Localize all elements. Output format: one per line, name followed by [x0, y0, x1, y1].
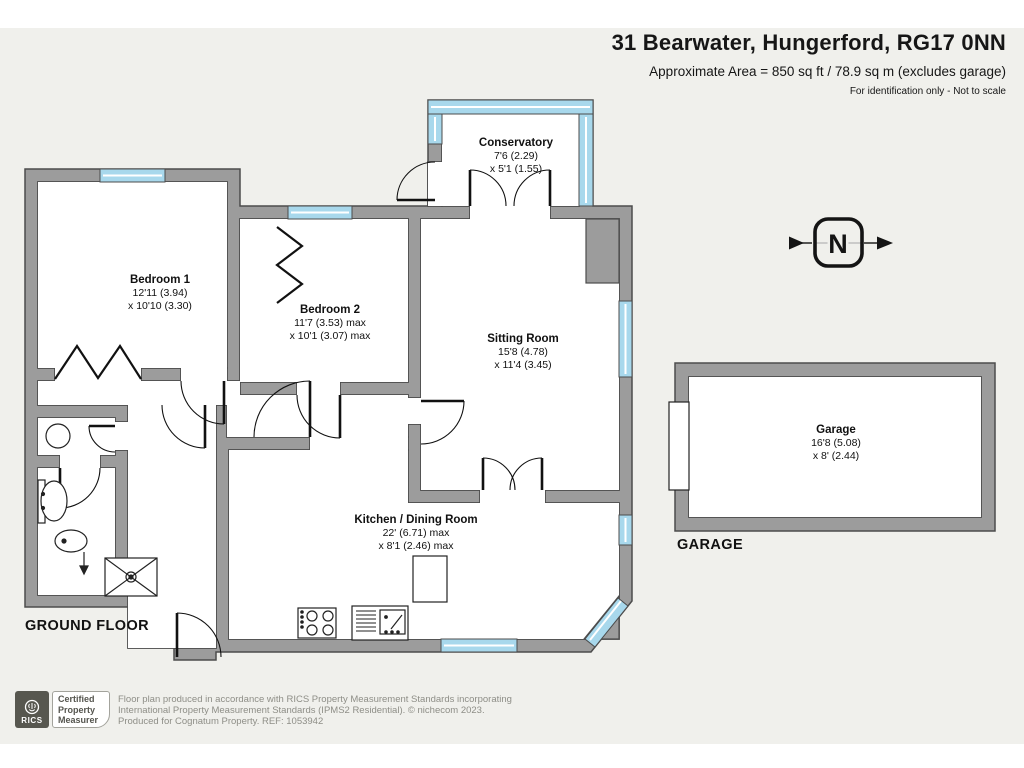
room-label-conservatory: Conservatory 7'6 (2.29) x 5'1 (1.55)	[478, 137, 554, 175]
fixtures	[37, 401, 690, 641]
sink-bowl	[379, 609, 406, 635]
toilet	[54, 529, 88, 553]
shower-drain	[125, 571, 137, 583]
certified-property-measurer-badge: Certified Property Measurer	[52, 691, 110, 728]
approximate-area: Approximate Area = 850 sq ft / 78.9 sq m…	[649, 64, 1006, 79]
bay-window	[584, 597, 629, 648]
rics-logo: RICS	[15, 691, 49, 728]
hob	[297, 607, 337, 639]
identification-note: For identification only - Not to scale	[849, 86, 1006, 97]
room-label-sitting-room: Sitting Room 15'8 (4.78) x 11'4 (3.45)	[487, 333, 559, 371]
room-label-kitchen: Kitchen / Dining Room 22' (6.71) max x 8…	[354, 514, 478, 552]
wc-basin	[45, 423, 71, 449]
garage-door	[668, 401, 690, 491]
garage-section-label: GARAGE	[677, 537, 744, 553]
compass-north-letter: N	[828, 229, 848, 259]
wardrobe-doors	[54, 226, 304, 380]
bath-sink	[40, 480, 68, 522]
window-midlines	[103, 106, 627, 647]
disclaimer-text: Floor plan produced in accordance with R…	[118, 694, 512, 728]
page-title: 31 Bearwater, Hungerford, RG17 0NN	[611, 30, 1006, 55]
compass-fletch	[789, 236, 804, 250]
room-label-garage: Garage 16'8 (5.08) x 8' (2.44)	[811, 424, 861, 462]
door-arcs	[59, 161, 551, 658]
north-arrowhead	[877, 236, 893, 250]
north-compass: N	[789, 217, 893, 268]
room-label-bedroom1: Bedroom 1 12'11 (3.94) x 10'10 (3.30)	[128, 274, 192, 312]
kitchen-island	[412, 555, 448, 603]
rics-lyre-icon	[24, 699, 40, 715]
ground-floor-label: GROUND FLOOR	[25, 618, 150, 634]
room-label-bedroom2: Bedroom 2 11'7 (3.53) max x 10'1 (3.07) …	[289, 304, 371, 342]
